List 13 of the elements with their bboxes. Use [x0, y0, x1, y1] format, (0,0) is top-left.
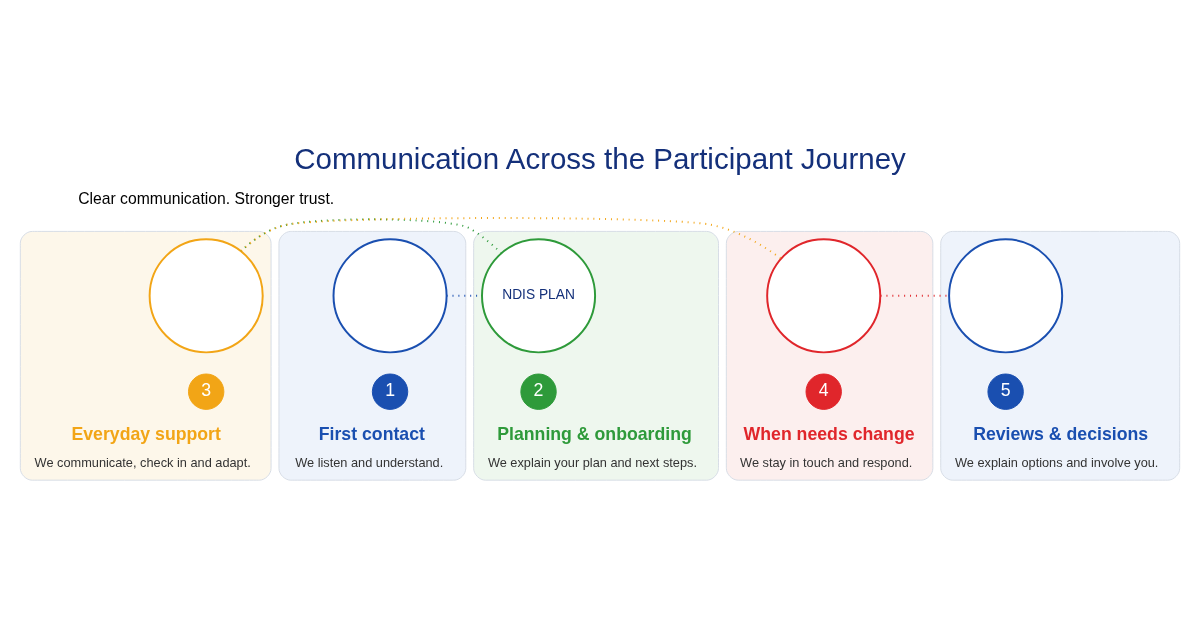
- diagram-title: Communication Across the Participant Journey: [294, 142, 906, 176]
- node-circle: [148, 238, 264, 354]
- label: Clear communication. Stronger trust.: [78, 189, 335, 207]
- node-circle: 5: [987, 373, 1024, 410]
- node-circle: [332, 238, 448, 354]
- node-circle: 3: [188, 373, 225, 410]
- node-circle: NDIS PLAN: [481, 238, 597, 354]
- node-circle: 4: [805, 373, 842, 410]
- node-circle: [948, 238, 1064, 354]
- node-circle: 2: [520, 373, 557, 410]
- node-circle: [766, 238, 882, 354]
- node-circle: 1: [371, 373, 409, 410]
- connector: [240, 217, 782, 260]
